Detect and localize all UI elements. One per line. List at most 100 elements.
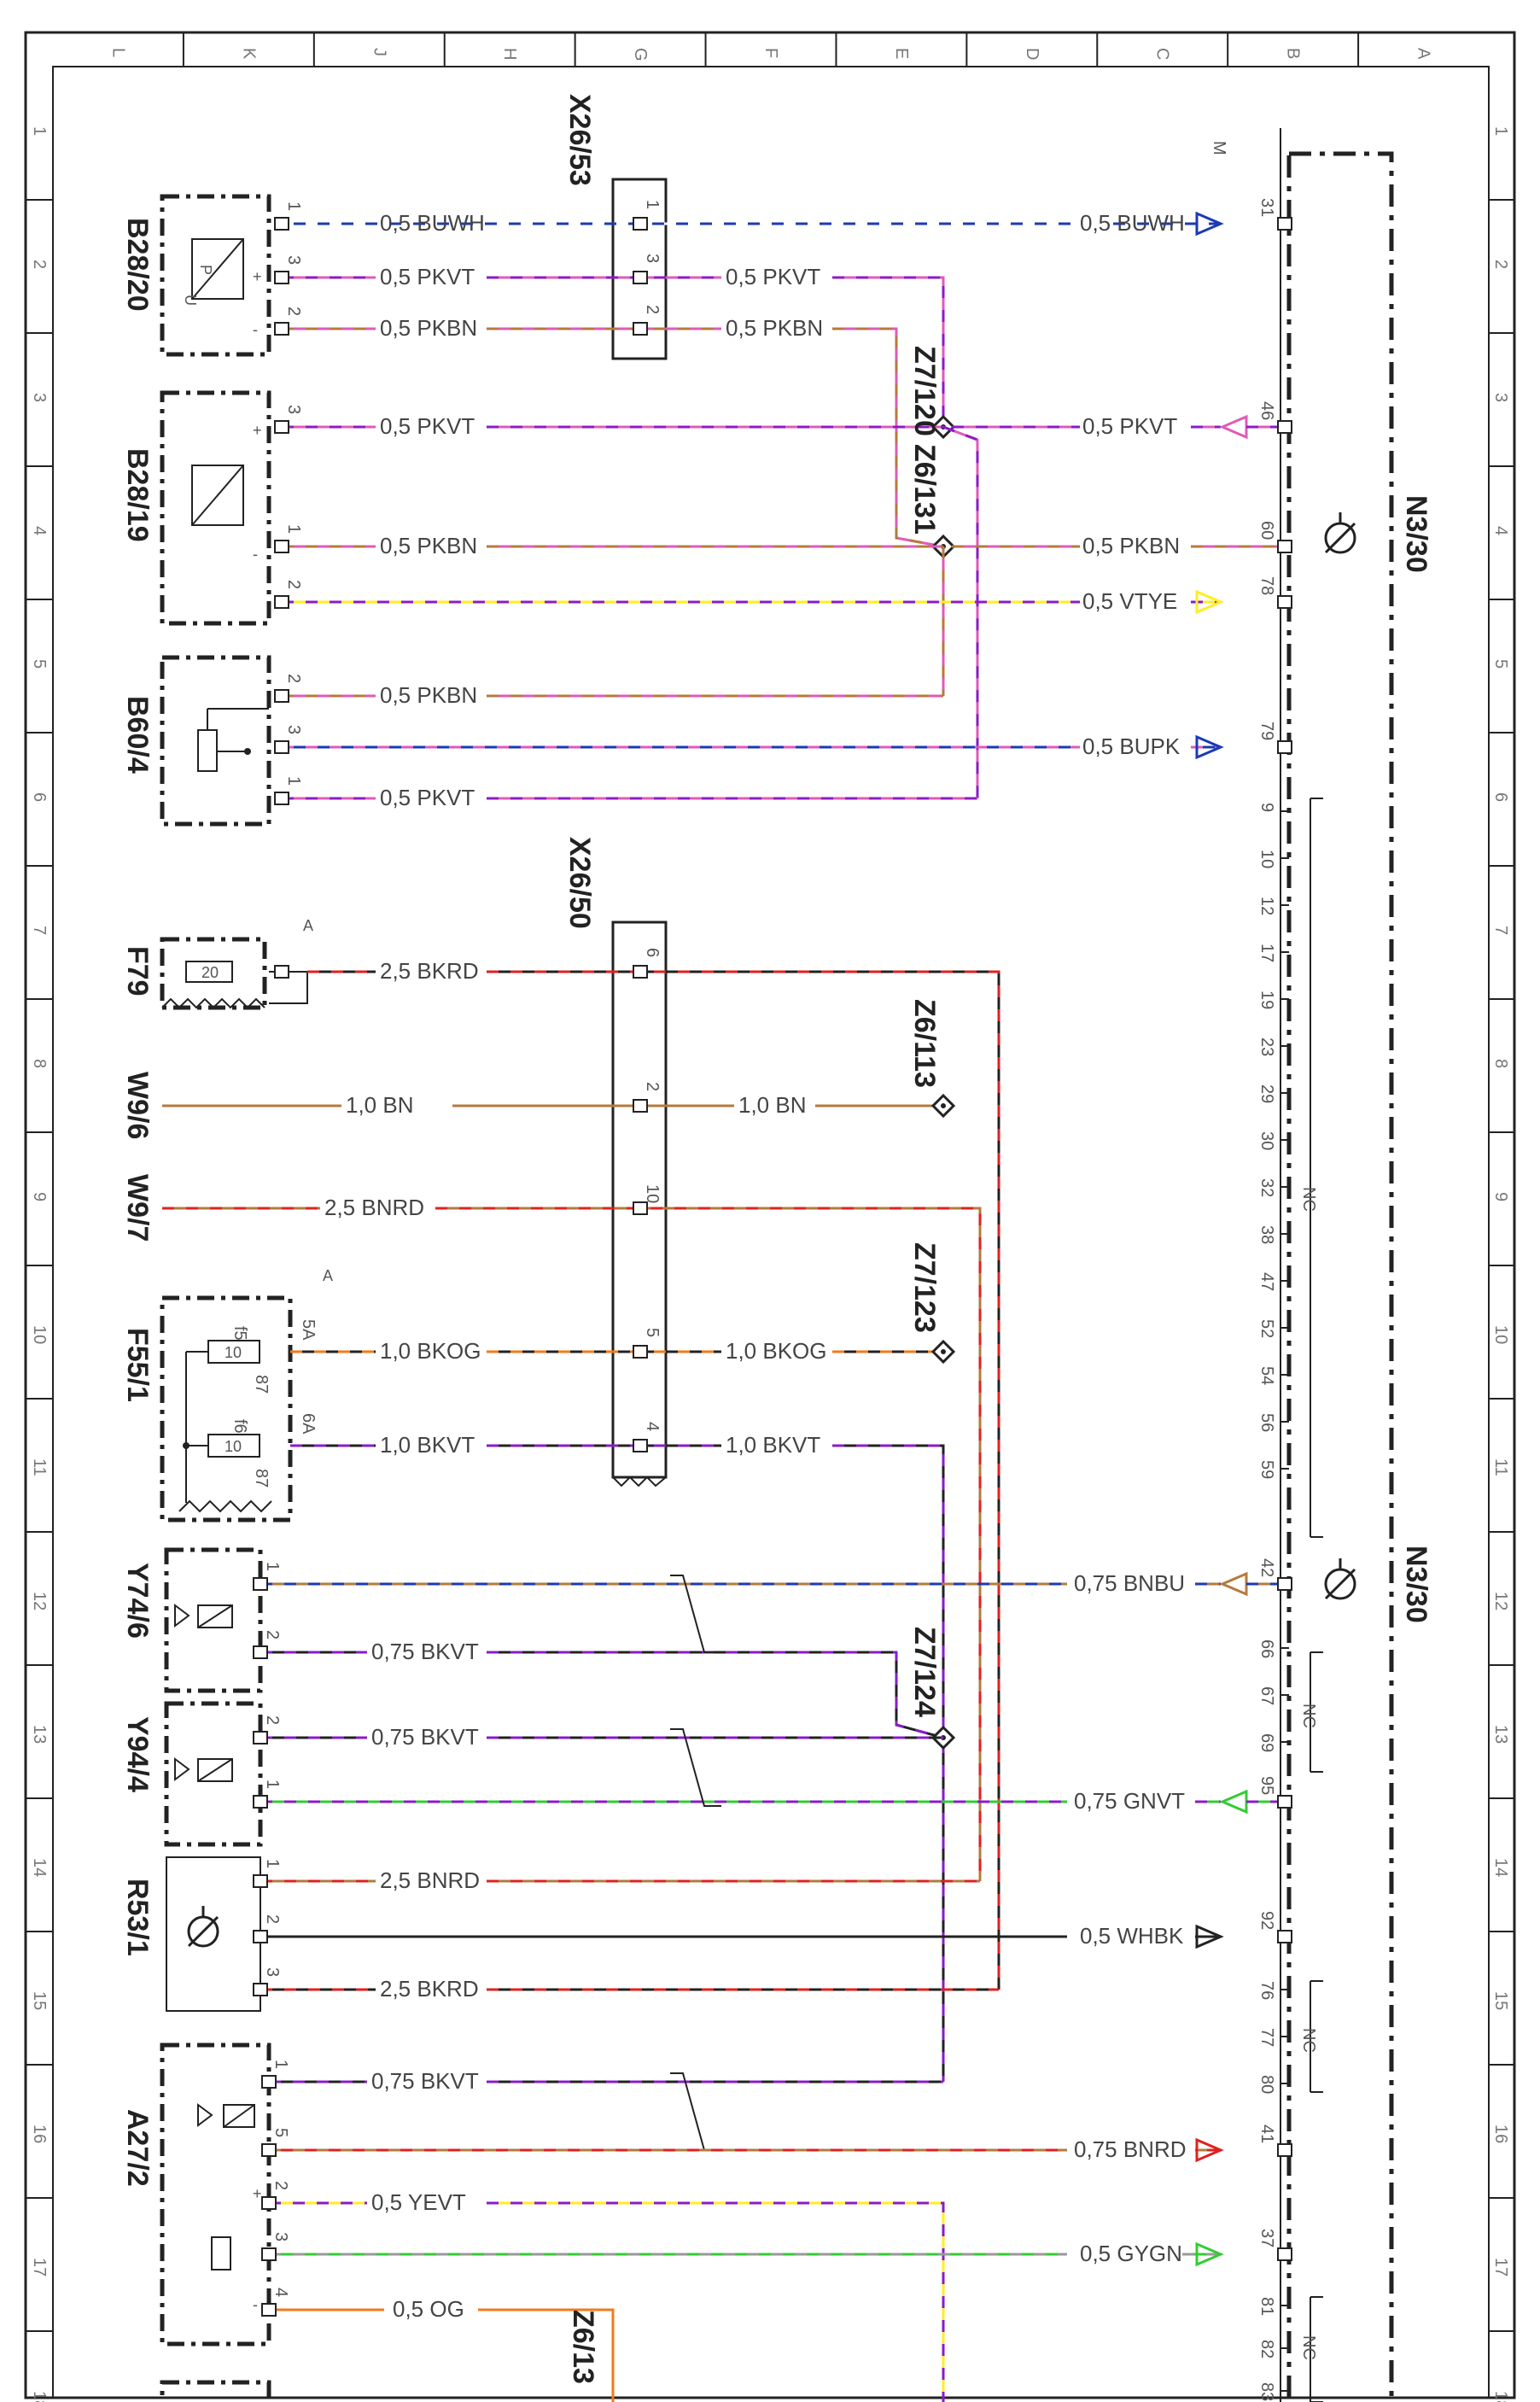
component-w9-7-id: W9/7 — [121, 1174, 154, 1242]
component-pin-number: 3 — [284, 405, 303, 414]
control-unit-terminal — [1277, 2247, 1292, 2261]
control-unit-symbol-lower — [1324, 1558, 1356, 1600]
wire-label: 0,5 GYGN — [1080, 2241, 1182, 2266]
wire-crossover — [670, 1728, 721, 1807]
component-terminal — [274, 271, 289, 284]
grid-row-number-left: 8 — [30, 1059, 49, 1068]
connector-pin-number: 2 — [643, 1082, 662, 1091]
component-pin-number: 2 — [263, 1715, 282, 1725]
fuse-f55-1-a-rating: 10 — [225, 1344, 242, 1361]
grid-row-number-right: 1 — [1491, 126, 1510, 136]
sensor-plus-label: + — [253, 268, 262, 285]
wire-label: 0,5 PKVT — [726, 264, 820, 289]
wire-label: 1,0 BKVT — [380, 1432, 475, 1458]
wire-og — [478, 2308, 615, 2402]
nc-pin-number: 52 — [1257, 1319, 1276, 1338]
component-r53-1-id: R53/1 — [121, 1879, 154, 1956]
nc-pin-number: 32 — [1257, 1178, 1276, 1197]
component-b28-19: + - — [160, 390, 271, 626]
nc-pin-number: 38 — [1257, 1225, 1276, 1244]
grid-row-number-left: 5 — [30, 659, 49, 669]
wire-label: 0,75 BNRD — [1074, 2136, 1187, 2162]
sensor-minus-label: - — [253, 546, 258, 563]
sensor-p-label: P — [197, 265, 214, 275]
wire-bnrd-stripe — [435, 1207, 982, 1881]
component-terminal — [261, 2247, 277, 2261]
nc-pin-number: 54 — [1257, 1366, 1276, 1385]
grid-col-letter: C — [1153, 48, 1172, 60]
nc-pin-number: 19 — [1257, 991, 1276, 1009]
grid-row-number-right: 13 — [1491, 1725, 1510, 1744]
control-unit-terminal — [1277, 595, 1292, 609]
component-terminal — [274, 217, 289, 231]
nc-pin-number: 29 — [1257, 1084, 1276, 1103]
grid-row-number-left: 4 — [30, 526, 49, 535]
grid-row-number-left: 3 — [30, 393, 49, 402]
wire-pkbn-stripe — [832, 327, 944, 548]
component-pin-number: 2 — [284, 674, 303, 683]
inner-frame — [52, 66, 1490, 2399]
signal-arrow-in — [1195, 2241, 1224, 2267]
signal-arrow-in — [1195, 589, 1224, 615]
connector-x26-50-terminal — [633, 965, 648, 979]
component-y74-6-id: Y74/6 — [121, 1563, 154, 1639]
control-unit-terminal — [1277, 1577, 1292, 1591]
component-terminal — [274, 420, 289, 434]
splice-id: Z7/120 — [908, 346, 941, 436]
wire-label: 0,5 WHBK — [1080, 1923, 1184, 1949]
grid-row-number-right: 15 — [1491, 1991, 1510, 2010]
grid-col-letter: H — [500, 48, 519, 60]
grid-row-number-left: 7 — [30, 926, 49, 935]
nc-pin-number: 76 — [1257, 1981, 1276, 2000]
component-pin-number: 3 — [284, 255, 303, 265]
wire-label: 0,5 YEVT — [371, 2189, 466, 2215]
component-pin-number: 1 — [284, 202, 303, 211]
component-b60-4 — [160, 655, 271, 827]
grid-row-number-right: 9 — [1491, 1192, 1510, 1201]
connector-x26-53-terminal — [633, 217, 648, 231]
wire-label: 0,5 PKBN — [726, 315, 823, 341]
grid-row-number-right: 7 — [1491, 926, 1510, 935]
control-unit-box — [1286, 151, 1394, 2402]
connector-x26-53-terminal — [633, 322, 648, 336]
wire-label: 0,5 BUWH — [380, 210, 485, 236]
component-b28-19-id: B28/19 — [121, 448, 154, 542]
nc-pin-number: 47 — [1257, 1272, 1276, 1291]
connector-x26-50-terminal — [633, 1201, 648, 1215]
grid-col-letter: G — [631, 48, 650, 61]
wire-crossover — [670, 1575, 721, 1653]
connector-pin-number: 5 — [643, 1328, 662, 1337]
component-w9-6-id: W9/6 — [121, 1072, 154, 1139]
component-terminal — [261, 2143, 277, 2157]
wire-bkrd-stripe — [487, 970, 1000, 1990]
wire-bkvt — [487, 1651, 944, 1739]
nc-pin-number: 67 — [1257, 1686, 1276, 1705]
connector-x26-53-body — [611, 178, 668, 360]
control-unit-symbol-upper — [1324, 512, 1356, 554]
fuse-f55-1-pin-a: 5A — [299, 1319, 318, 1341]
wire-label: 2,5 BKRD — [380, 958, 479, 984]
control-unit-pin-number: 41 — [1257, 2124, 1276, 2143]
component-pin-number: 5 — [271, 2128, 290, 2137]
grid-row-number-left: 1 — [30, 126, 49, 136]
connector-x26-53-id: X26/53 — [563, 94, 596, 186]
wire-label: 0,75 BNBU — [1074, 1570, 1185, 1596]
control-unit-pin-number: 46 — [1257, 401, 1276, 420]
component-pin-number: 2 — [284, 580, 303, 589]
connector-pin-number: 4 — [643, 1422, 662, 1431]
sensor-minus-label: - — [253, 321, 258, 338]
component-pin-number: 2 — [284, 307, 303, 316]
component-terminal — [274, 595, 289, 609]
wire-label: 2,5 BNRD — [380, 1867, 480, 1893]
component-f79: 20 A — [160, 917, 313, 1010]
fuse-f55-1-ref: A — [323, 1267, 333, 1284]
grid-row-number-right: 6 — [1491, 792, 1510, 802]
grid-row-number-left: 12 — [30, 1592, 49, 1610]
component-b60-4-id: B60/4 — [121, 696, 154, 774]
component-terminal — [261, 2303, 277, 2317]
wire-bkvt-stripe — [487, 1651, 944, 1739]
wire-bnrd — [435, 1207, 982, 1881]
wire-bkvt — [832, 1444, 945, 2082]
control-unit-pin-number: 60 — [1257, 521, 1276, 540]
